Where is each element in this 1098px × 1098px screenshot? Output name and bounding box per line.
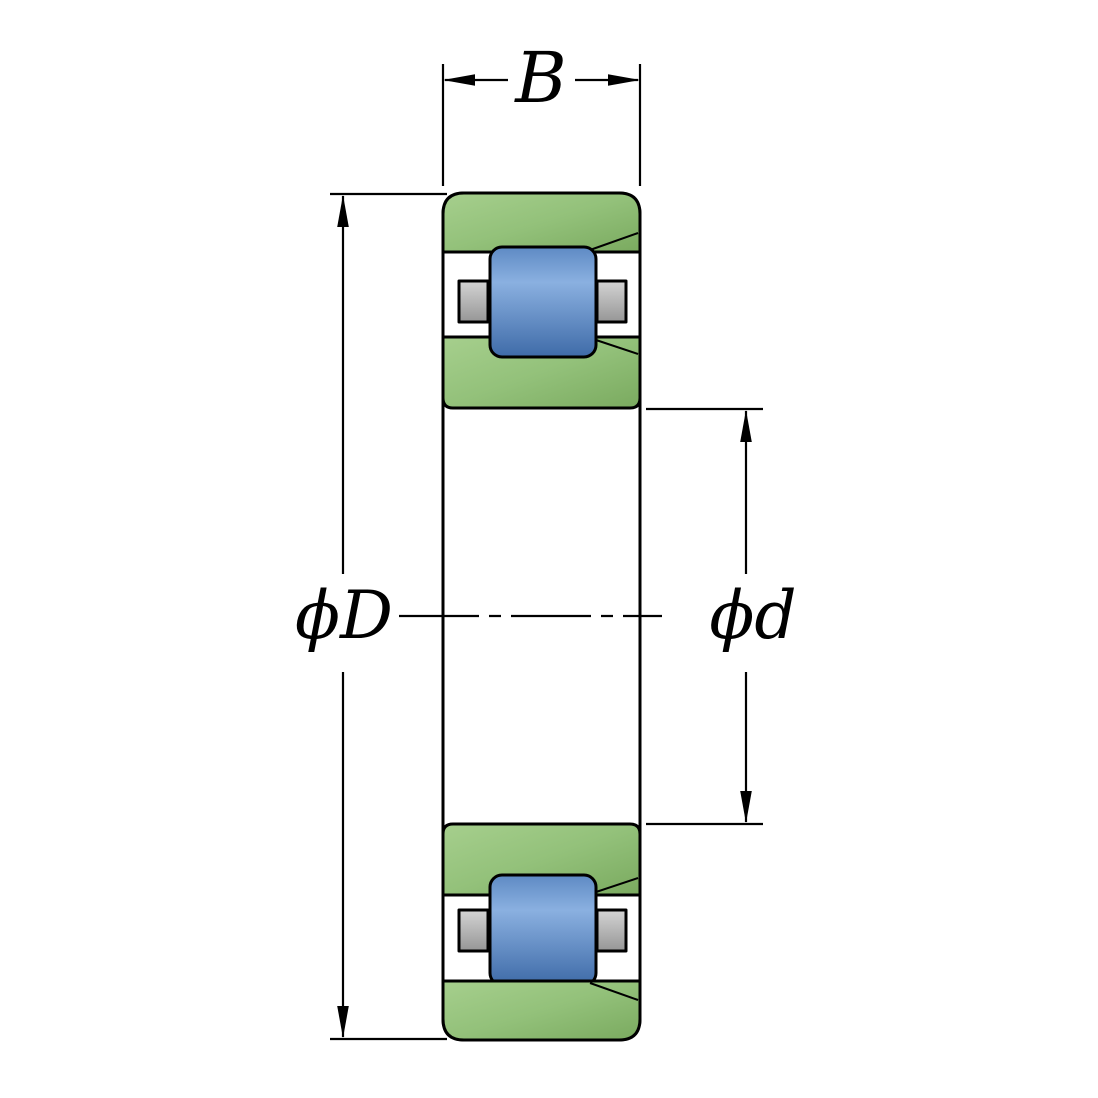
width-dim-label: B [513,37,566,119]
inner-ring-top-chamfer-line [595,339,639,355]
outer-diameter-dim-label: ϕD [295,577,393,654]
dimension-inner-diameter-d: ϕd [646,407,797,826]
inner-diameter-dim-label: ϕd [709,577,796,654]
outer-ring-bottom [441,979,642,1042]
od-arrow-up-icon [337,195,349,227]
roller-top [488,245,598,359]
inner-ring-bottom-chamfer-line [595,877,639,893]
outer-ring-top [441,191,642,254]
id-arrow-down-icon [740,791,752,823]
cage-bar-bottom-left [457,908,490,953]
cage-bar-top-right [595,279,628,324]
roller-bottom [488,873,598,987]
cage-bar-top-left [457,279,490,324]
dimension-width-B: B [441,37,642,186]
outer-ring-top-chamfer-line [589,232,639,251]
id-arrow-up-icon [740,410,752,442]
b-arrow-left-icon [443,74,475,86]
outer-ring-bottom-chamfer-line [589,982,639,1001]
cage-bar-bottom-right [595,908,628,953]
od-arrow-down-icon [337,1006,349,1038]
dimension-outer-diameter-D: ϕD [295,192,447,1041]
b-arrow-right-icon [608,74,640,86]
